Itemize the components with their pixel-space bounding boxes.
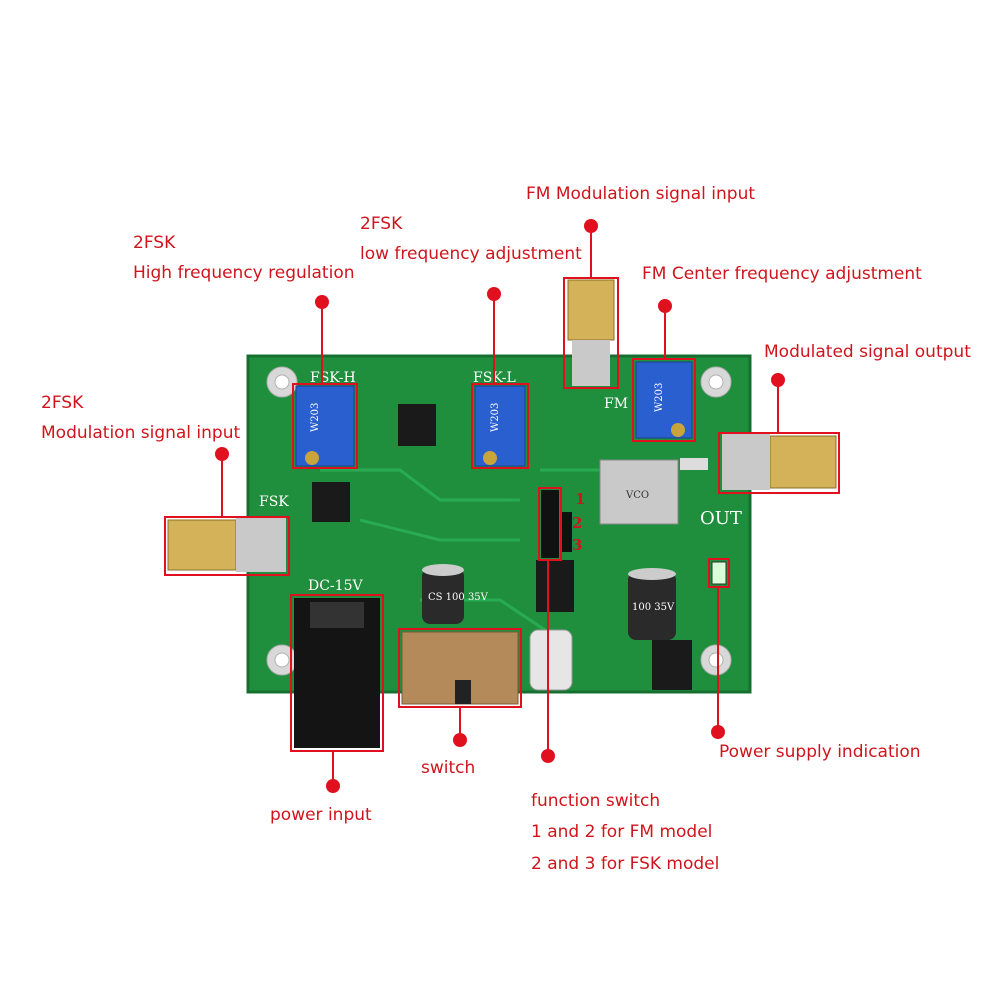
box-function-jumper: [538, 487, 562, 561]
marker-fsk-input: [215, 447, 229, 461]
mounting-hole: [266, 366, 298, 398]
leader-fm-center: [664, 306, 666, 359]
label-fsk-low-line1: 2FSK: [360, 214, 403, 234]
box-switch: [398, 628, 522, 708]
leader-power-input: [332, 750, 334, 786]
box-fsk-input: [164, 516, 290, 576]
label-fm-input: FM Modulation signal input: [526, 184, 756, 204]
leader-fsk-h: [321, 302, 323, 384]
capacitor-right: [628, 568, 676, 640]
silk-fsk: FSK: [259, 494, 289, 510]
label-function-line1: function switch: [531, 791, 661, 811]
ic-u3: [398, 404, 436, 446]
box-fsk-h: [292, 383, 358, 469]
label-fsk-input-line1: 2FSK: [41, 393, 84, 413]
pot-code-fsk-h: W203: [310, 403, 321, 432]
power-led: [711, 561, 727, 585]
vco-text: VCO: [625, 490, 649, 501]
capacitor-left-bottom: [529, 629, 573, 691]
capacitor-cs: [422, 564, 464, 624]
label-power-indication: Power supply indication: [719, 742, 921, 762]
mounting-hole: [700, 366, 732, 398]
marker-function: [541, 749, 555, 763]
leader-fsk-input: [221, 454, 223, 517]
box-power-led: [708, 558, 730, 588]
silk-out: OUT: [700, 508, 742, 529]
box-mod-out: [718, 432, 840, 494]
box-fm-center: [632, 358, 696, 442]
marker-switch: [453, 733, 467, 747]
cap-cs-text: CS 100 35V: [428, 592, 489, 603]
leader-function: [547, 560, 549, 756]
box-power-jack: [290, 594, 384, 752]
label-fsk-high-line1: 2FSK: [133, 233, 176, 253]
leader-power-led: [717, 586, 719, 732]
box-fm-input: [563, 277, 619, 389]
cap-big-text: 100 35V: [632, 602, 675, 613]
sma-connector-top: [567, 279, 615, 386]
fsk-l-potentiometer: [474, 385, 526, 467]
leader-switch: [459, 706, 461, 740]
fsk-h-potentiometer: [295, 385, 355, 467]
label-function-line3: 2 and 3 for FSK model: [531, 854, 720, 874]
ic-u4: [312, 482, 350, 522]
leader-mod-out: [777, 380, 779, 433]
label-switch: switch: [421, 758, 476, 778]
function-jumper: [541, 490, 559, 558]
sma-connector-right: [722, 434, 837, 490]
mounting-hole: [700, 644, 732, 676]
marker-mod-out: [771, 373, 785, 387]
pot-code-fsk-l: W203: [490, 403, 501, 432]
mounting-hole: [266, 644, 298, 676]
pot-code-fm: W203: [654, 383, 665, 412]
marker-fsk-h: [315, 295, 329, 309]
vco-module: [599, 459, 679, 525]
jumper-num-3: 3: [572, 536, 582, 554]
label-fsk-input-line2: Modulation signal input: [41, 423, 241, 443]
label-fm-center: FM Center frequency adjustment: [642, 264, 922, 284]
marker-fm-center: [658, 299, 672, 313]
silk-fm: FM: [604, 396, 628, 412]
leader-fsk-l: [493, 294, 495, 384]
marker-fsk-l: [487, 287, 501, 301]
marker-power-led: [711, 725, 725, 739]
voltage-regulator: [536, 560, 574, 612]
label-power-input: power input: [270, 805, 372, 825]
marker-fm-input: [584, 219, 598, 233]
silk-dc: DC-15V: [308, 578, 363, 594]
jumper-num-1: 1: [575, 490, 585, 508]
label-fsk-low-line2: low frequency adjustment: [360, 244, 582, 264]
sma-connector-left: [167, 516, 286, 572]
label-fsk-high-line2: High frequency regulation: [133, 263, 355, 283]
jumper-num-2: 2: [572, 514, 582, 532]
marker-power-input: [326, 779, 340, 793]
label-mod-out: Modulated signal output: [764, 342, 971, 362]
leader-fm-input: [590, 226, 592, 278]
box-fsk-l: [471, 383, 529, 469]
label-function-line2: 1 and 2 for FM model: [531, 822, 713, 842]
